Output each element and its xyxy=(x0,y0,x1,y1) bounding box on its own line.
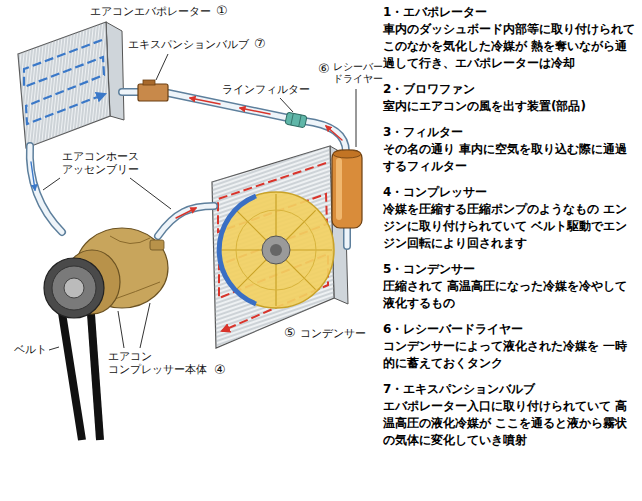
pipe xyxy=(122,90,140,95)
part-label: レシーバー ドライヤー xyxy=(333,61,389,85)
leader-line xyxy=(130,178,171,209)
evaporator xyxy=(18,22,124,148)
belt xyxy=(60,300,82,440)
pipe xyxy=(122,88,140,96)
section-heading: 6・レシーバードライヤー xyxy=(383,321,637,338)
pulley-inner xyxy=(52,266,96,310)
part-label: エアコン コンプレッサー本体 xyxy=(108,350,212,376)
condenser-fins xyxy=(212,146,334,348)
part-label: コンデンサー xyxy=(300,327,366,340)
condenser-face xyxy=(212,146,334,348)
belt xyxy=(90,300,100,440)
pipe xyxy=(345,226,350,246)
section-body: 室内にエアコンの風を出す装置(部品) xyxy=(383,98,637,115)
compressor-detail xyxy=(110,236,150,244)
leader-line xyxy=(43,178,60,190)
section-heading: 5・コンデンサー xyxy=(383,261,637,278)
fan-disc xyxy=(218,192,334,308)
pipe xyxy=(158,206,214,236)
pipe xyxy=(158,206,214,236)
receiver-dryer xyxy=(332,150,362,228)
leader-line xyxy=(356,89,357,147)
pipe-inner xyxy=(30,92,347,246)
fan-blades xyxy=(220,194,332,306)
flow-arrows xyxy=(31,98,342,218)
pipe-outline xyxy=(30,92,347,246)
flow-arrow xyxy=(326,126,342,140)
receiver-tank xyxy=(332,150,362,228)
callout-number: ⑤ xyxy=(284,325,296,341)
section-body: 圧縮されて 高温高圧になった冷媒を冷やして液化するもの xyxy=(383,278,637,312)
section-heading: 1・エバポレーター xyxy=(383,4,637,21)
part-label: エキスパンションバルブ xyxy=(128,38,249,51)
compressor-port xyxy=(150,240,164,250)
filter-body xyxy=(285,112,307,128)
section-heading: 2・ブロワファン xyxy=(383,81,637,98)
pipe xyxy=(304,121,346,152)
leader-line xyxy=(140,303,150,348)
expansion-valve xyxy=(138,80,168,101)
pipe xyxy=(343,226,351,246)
valve-top xyxy=(143,80,155,85)
section-body: コンデンサーによって液化された冷媒を 一時的に蓄えておくタンク xyxy=(383,338,637,372)
flow-arrow xyxy=(176,208,196,218)
part-label: エアコンエバポレーター xyxy=(90,5,211,18)
evaporator-fins xyxy=(18,22,110,148)
part-label: ベルト xyxy=(14,343,47,356)
section-body: エバポレーター入口に取り付けられていて 高温高圧の液化冷媒が ここを通ると液から… xyxy=(383,398,637,449)
fan-hub xyxy=(262,236,290,264)
flow-arrow xyxy=(190,98,220,104)
filter-ring xyxy=(299,115,301,127)
section-heading: 4・コンプレッサー xyxy=(383,184,637,201)
pipe xyxy=(30,146,62,232)
part-label: ラインフィルター xyxy=(222,83,310,96)
flow-arrow xyxy=(240,108,270,114)
evaporator-face xyxy=(18,22,110,148)
fan-shroud xyxy=(219,196,256,304)
cooling-fan xyxy=(218,192,334,308)
callout-number: ⑦ xyxy=(254,36,266,52)
leader-lines xyxy=(43,54,356,350)
filter-ring xyxy=(291,113,293,125)
pipe xyxy=(304,121,346,152)
pulley xyxy=(44,258,104,318)
leader-line xyxy=(118,311,124,348)
description-column: 1・エバポレーター車内のダッシュボード内部等に取り付けられて このなかを気化した… xyxy=(383,4,637,449)
section-body: その名の通り 車内に空気を取り込む際に通過するフィルター xyxy=(383,141,637,175)
receiver-highlight xyxy=(336,158,342,220)
section-heading: 7・エキスパンションバルブ xyxy=(383,381,637,398)
flow-arrow xyxy=(31,162,35,190)
refrigerant-flow xyxy=(24,40,105,124)
leader-line xyxy=(49,347,59,350)
pipe xyxy=(30,146,62,232)
valve-body xyxy=(138,84,168,101)
section-heading: 3・フィルター xyxy=(383,124,637,141)
receiver-cap xyxy=(333,150,361,158)
refrigerant-pipes xyxy=(30,92,347,246)
leader-line xyxy=(280,98,293,112)
callout-number: ① xyxy=(216,3,228,19)
line-filter xyxy=(285,112,307,128)
pipe xyxy=(168,93,288,118)
leader-line xyxy=(156,54,168,80)
pulley-hub xyxy=(64,278,84,298)
section-body: 車内のダッシュボード内部等に取り付けられて このなかを気化した冷媒が 熱を奪いな… xyxy=(383,21,637,72)
drive-belt xyxy=(60,300,100,440)
fan-hub-center xyxy=(270,244,282,256)
section-body: 冷媒を圧縮する圧縮ポンプのようなもの エンジンに取り付けられていて ベルト駆動で… xyxy=(383,201,637,252)
callout-number: ④ xyxy=(214,362,226,378)
condenser xyxy=(212,146,348,348)
callout-number: ⑥ xyxy=(318,61,330,77)
part-label: エアコンホース アッセンブリー xyxy=(62,150,146,176)
pipe xyxy=(168,93,288,118)
fan-ring xyxy=(236,210,316,290)
